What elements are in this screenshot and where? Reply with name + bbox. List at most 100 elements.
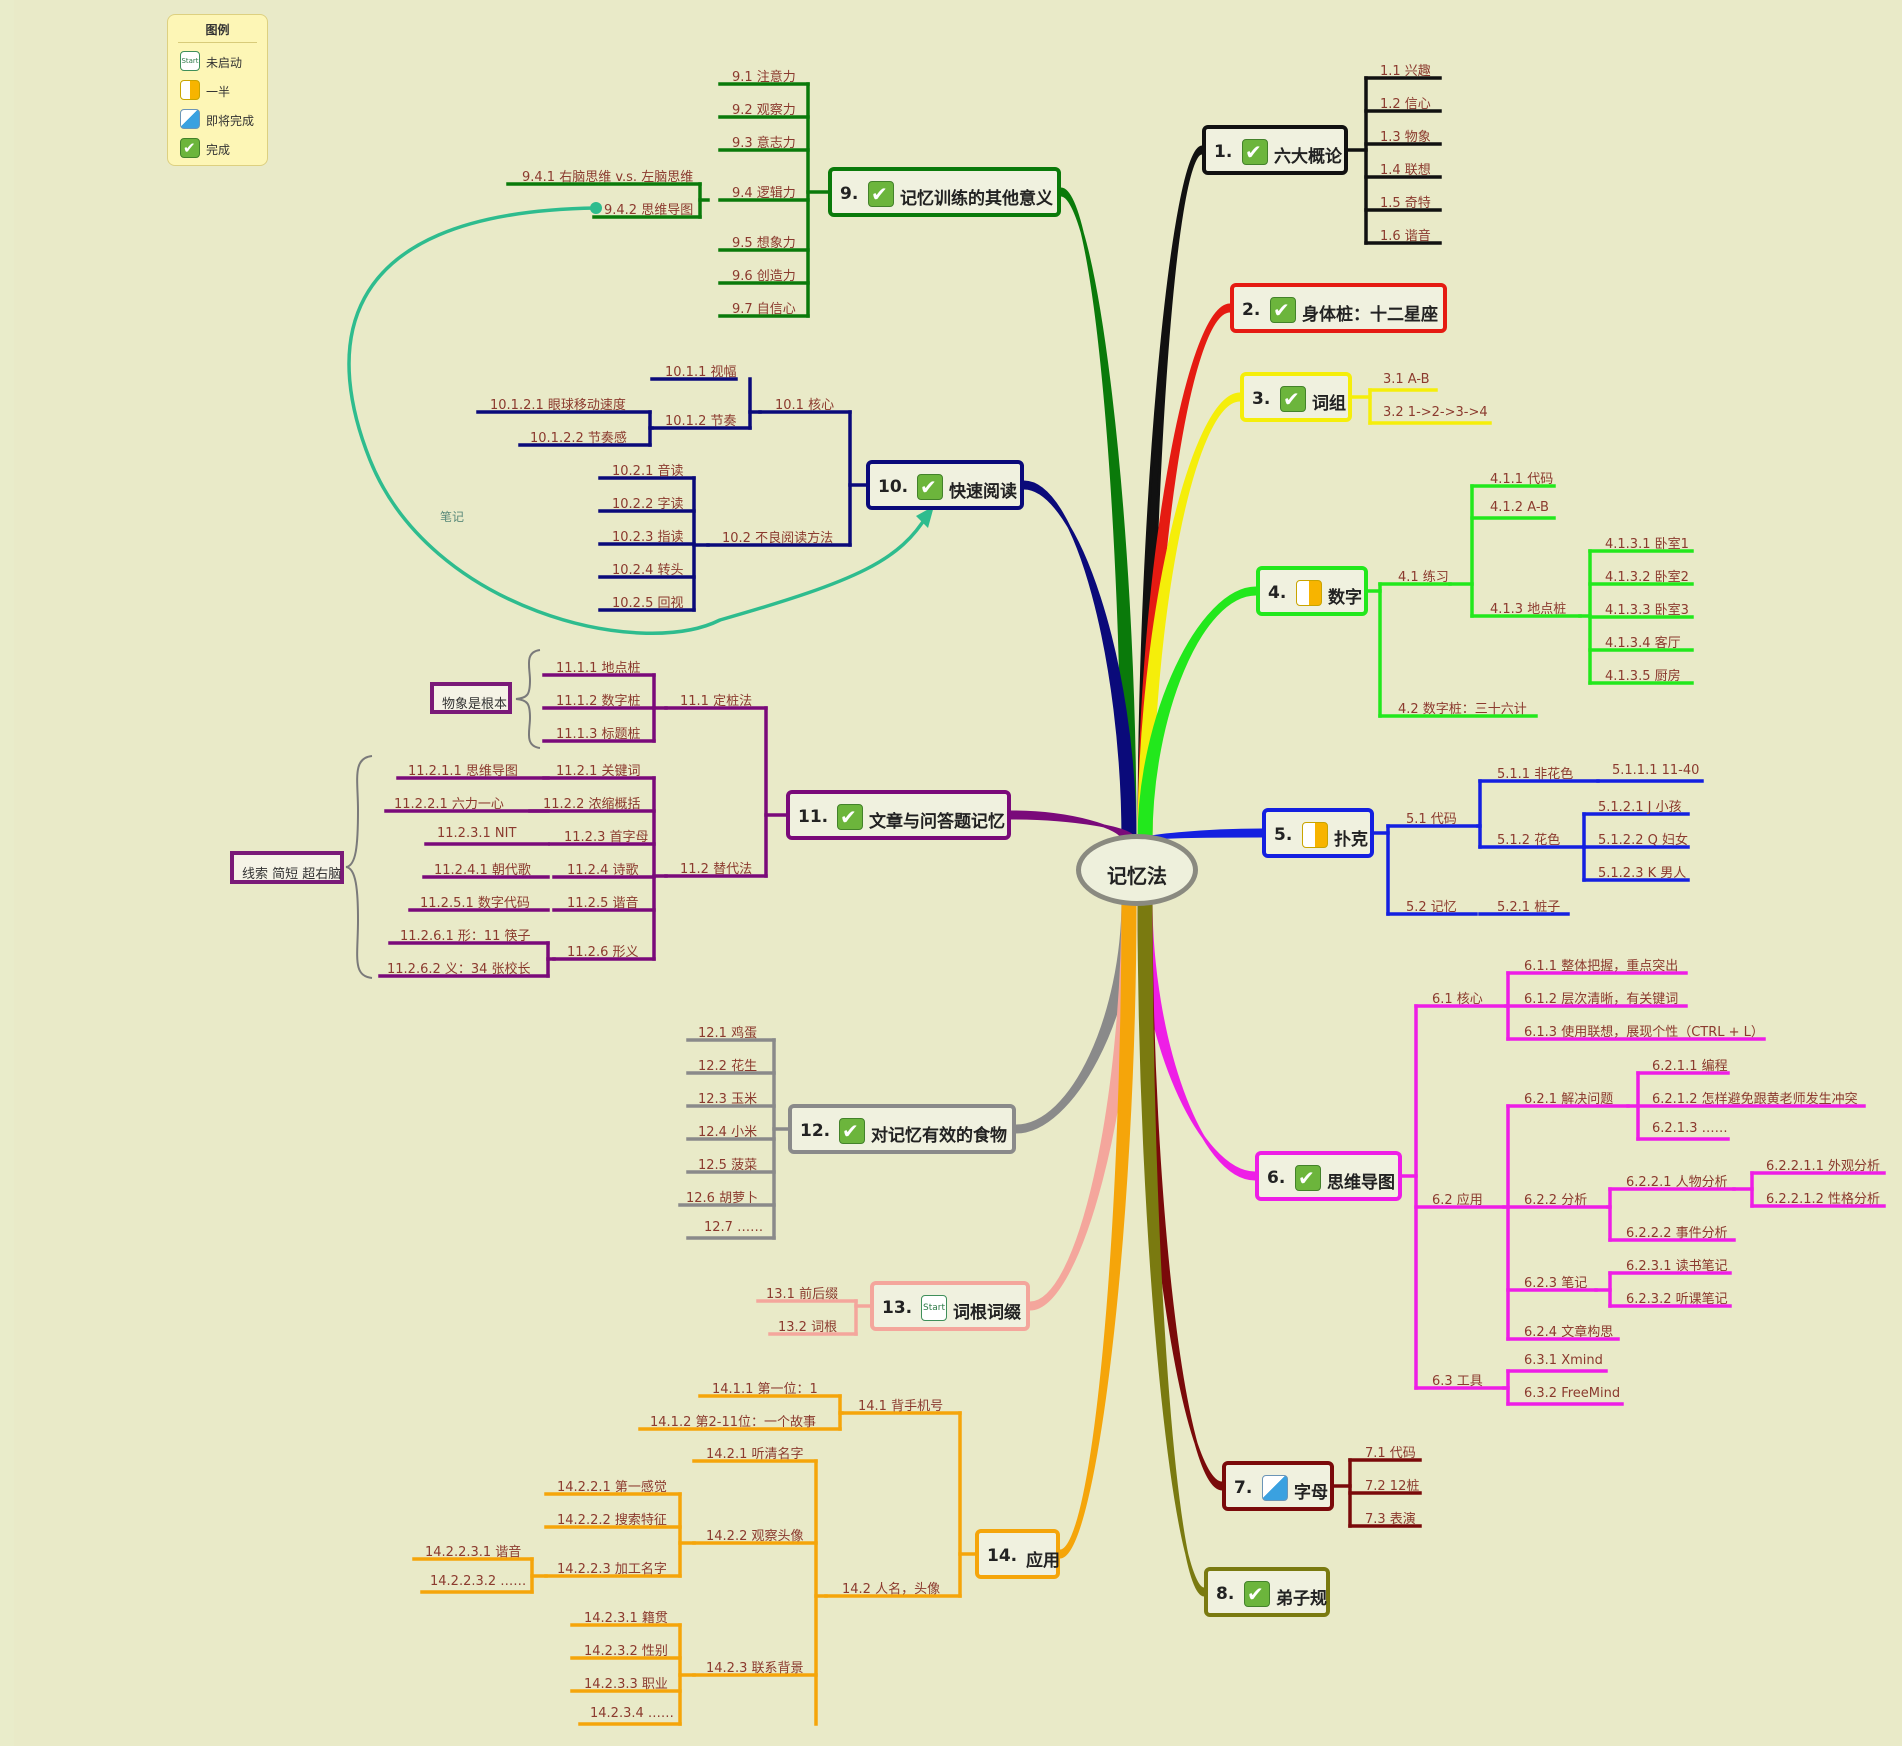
subtopic-label[interactable]: 1.5 奇特 [1380, 196, 1431, 211]
topic-t11[interactable]: 11.文章与问答题记忆 [786, 790, 1011, 840]
subtopic-label[interactable]: 6.1.3 使用联想，展现个性（CTRL + L） [1524, 1025, 1764, 1040]
subtopic-label[interactable]: 7.3 表演 [1365, 1512, 1416, 1527]
subtopic-label[interactable]: 4.1.2 A-B [1490, 500, 1549, 515]
subtopic-label[interactable]: 10.2.1 音读 [612, 464, 684, 479]
subtopic-label[interactable]: 6.2.3 笔记 [1524, 1276, 1588, 1291]
subtopic-label[interactable]: 4.1.3.5 厨房 [1605, 669, 1681, 684]
subtopic-label[interactable]: 4.2 数字桩：三十六计 [1398, 702, 1527, 717]
subtopic-label[interactable]: 14.2.1 听清名字 [706, 1447, 804, 1462]
subtopic-label[interactable]: 12.4 小米 [698, 1125, 758, 1140]
subtopic-label[interactable]: 5.2 记忆 [1406, 900, 1457, 915]
subtopic-label[interactable]: 9.3 意志力 [732, 136, 796, 151]
subtopic-label[interactable]: 6.2.2.1.2 性格分析 [1766, 1192, 1881, 1207]
subtopic-label[interactable]: 9.4.2 思维导图 [604, 203, 694, 218]
subtopic-label[interactable]: 13.2 词根 [778, 1320, 838, 1335]
subtopic-label[interactable]: 5.1.1.1 11-40 [1612, 763, 1700, 778]
subtopic-label[interactable]: 4.1.3.1 卧室1 [1605, 537, 1689, 552]
subtopic-label[interactable]: 6.1 核心 [1432, 992, 1483, 1007]
subtopic-label[interactable]: 14.2 人名，头像 [842, 1582, 941, 1597]
subtopic-label[interactable]: 9.4.1 右脑思维 v.s. 左脑思维 [522, 170, 694, 185]
subtopic-label[interactable]: 9.1 注意力 [732, 70, 796, 85]
subtopic-label[interactable]: 10.1.2 节奏 [665, 414, 737, 429]
subtopic-label[interactable]: 6.2.2 分析 [1524, 1193, 1588, 1208]
subtopic-label[interactable]: 5.1.2 花色 [1497, 833, 1561, 848]
subtopic-label[interactable]: 14.1.2 第2-11位：一个故事 [650, 1415, 816, 1430]
subtopic-label[interactable]: 11.2.2 浓缩概括 [543, 797, 641, 812]
subtopic-label[interactable]: 14.2.2 观察头像 [706, 1529, 804, 1544]
subtopic-label[interactable]: 13.1 前后缀 [766, 1287, 839, 1302]
callout-boundary-note[interactable]: 线索 简短 超右脑 [230, 851, 344, 884]
subtopic-label[interactable]: 11.2.6.1 形：11 筷子 [400, 929, 531, 944]
subtopic-label[interactable]: 9.4 逻辑力 [732, 186, 796, 201]
subtopic-label[interactable]: 5.1.2.2 Q 妇女 [1598, 833, 1688, 848]
subtopic-label[interactable]: 1.3 物象 [1380, 130, 1431, 145]
topic-t8[interactable]: 8.弟子规 [1204, 1567, 1330, 1617]
subtopic-label[interactable]: 4.1.1 代码 [1490, 472, 1554, 487]
subtopic-label[interactable]: 10.2.5 回视 [612, 596, 684, 611]
subtopic-label[interactable]: 5.1 代码 [1406, 812, 1457, 827]
topic-t12[interactable]: 12.对记忆有效的食物 [788, 1104, 1016, 1154]
subtopic-label[interactable]: 14.2.3.1 籍贯 [584, 1611, 668, 1626]
subtopic-label[interactable]: 7.2 12桩 [1365, 1479, 1420, 1494]
subtopic-label[interactable]: 1.2 信心 [1380, 97, 1431, 112]
subtopic-label[interactable]: 10.2.2 字读 [612, 497, 684, 512]
subtopic-label[interactable]: 6.2.1 解决问题 [1524, 1092, 1614, 1107]
subtopic-label[interactable]: 11.2.6 形义 [567, 945, 639, 960]
subtopic-label[interactable]: 6.2.2.2 事件分析 [1626, 1226, 1728, 1241]
subtopic-label[interactable]: 9.5 想象力 [732, 236, 796, 251]
subtopic-label[interactable]: 11.2.1 关键词 [556, 764, 641, 779]
topic-t13[interactable]: 13.词根词缀 [870, 1281, 1030, 1331]
subtopic-label[interactable]: 1.4 联想 [1380, 163, 1431, 178]
topic-t2[interactable]: 2.身体桩：十二星座 [1230, 283, 1447, 333]
subtopic-label[interactable]: 14.2.3.4 …… [590, 1706, 674, 1721]
subtopic-label[interactable]: 5.1.2.3 K 男人 [1598, 866, 1687, 881]
callout-boundary-note[interactable]: 物象是根本 [430, 682, 512, 714]
subtopic-label[interactable]: 9.6 创造力 [732, 269, 796, 284]
subtopic-label[interactable]: 6.2.1.1 编程 [1652, 1059, 1728, 1074]
central-topic[interactable]: 记忆法 [1076, 834, 1198, 906]
subtopic-label[interactable]: 6.2 应用 [1432, 1193, 1483, 1208]
subtopic-label[interactable]: 11.2.4.1 朝代歌 [434, 863, 531, 878]
subtopic-label[interactable]: 14.2.2.3.2 …… [430, 1574, 527, 1589]
topic-t10[interactable]: 10.快速阅读 [866, 460, 1024, 510]
subtopic-label[interactable]: 6.2.2.1 人物分析 [1626, 1175, 1728, 1190]
subtopic-label[interactable]: 10.2 不良阅读方法 [722, 531, 834, 546]
subtopic-label[interactable]: 11.2.3.1 NIT [437, 826, 517, 841]
subtopic-label[interactable]: 11.2.3 首字母 [564, 830, 649, 845]
subtopic-label[interactable]: 10.1.1 视幅 [665, 365, 737, 380]
subtopic-label[interactable]: 14.1.1 第一位：1 [712, 1382, 818, 1397]
subtopic-label[interactable]: 10.1.2.1 眼球移动速度 [490, 398, 626, 413]
subtopic-label[interactable]: 6.3.2 FreeMind [1524, 1386, 1621, 1401]
subtopic-label[interactable]: 6.1.1 整体把握，重点突出 [1524, 959, 1679, 974]
subtopic-label[interactable]: 12.2 花生 [698, 1059, 758, 1074]
subtopic-label[interactable]: 11.2 替代法 [680, 862, 753, 877]
subtopic-label[interactable]: 9.2 观察力 [732, 103, 796, 118]
subtopic-label[interactable]: 3.1 A-B [1383, 372, 1430, 387]
topic-t3[interactable]: 3.词组 [1240, 372, 1352, 422]
relationship-handle[interactable] [590, 202, 602, 214]
subtopic-label[interactable]: 6.3.1 Xmind [1524, 1353, 1603, 1368]
subtopic-label[interactable]: 5.2.1 桩子 [1497, 900, 1561, 915]
subtopic-label[interactable]: 14.2.2.2 搜索特征 [557, 1513, 667, 1528]
subtopic-label[interactable]: 10.1.2.2 节奏感 [530, 431, 627, 446]
subtopic-label[interactable]: 4.1.3.4 客厅 [1605, 636, 1681, 651]
subtopic-label[interactable]: 1.1 兴趣 [1380, 64, 1431, 79]
subtopic-label[interactable]: 4.1.3.3 卧室3 [1605, 603, 1689, 618]
subtopic-label[interactable]: 14.1 背手机号 [858, 1399, 944, 1414]
subtopic-label[interactable]: 11.2.2.1 六力一心 [394, 797, 504, 812]
subtopic-label[interactable]: 14.2.2.1 第一感觉 [557, 1480, 667, 1495]
topic-t5[interactable]: 5.扑克 [1262, 808, 1374, 858]
subtopic-label[interactable]: 11.1 定桩法 [680, 694, 753, 709]
subtopic-label[interactable]: 12.6 胡萝卜 [686, 1191, 759, 1206]
subtopic-label[interactable]: 10.1 核心 [775, 398, 835, 413]
topic-t6[interactable]: 6.思维导图 [1255, 1151, 1402, 1201]
subtopic-label[interactable]: 12.5 菠菜 [698, 1158, 758, 1173]
topic-t1[interactable]: 1.六大概论 [1202, 125, 1348, 175]
subtopic-label[interactable]: 11.1.3 标题桩 [556, 727, 641, 742]
subtopic-label[interactable]: 5.1.2.1 J 小孩 [1598, 800, 1682, 815]
subtopic-label[interactable]: 6.2.3.2 听课笔记 [1626, 1292, 1728, 1307]
subtopic-label[interactable]: 14.2.3 联系背景 [706, 1661, 804, 1676]
subtopic-label[interactable]: 6.3 工具 [1432, 1374, 1483, 1389]
subtopic-label[interactable]: 11.1.2 数字桩 [556, 694, 641, 709]
subtopic-label[interactable]: 10.2.4 转头 [612, 563, 684, 578]
